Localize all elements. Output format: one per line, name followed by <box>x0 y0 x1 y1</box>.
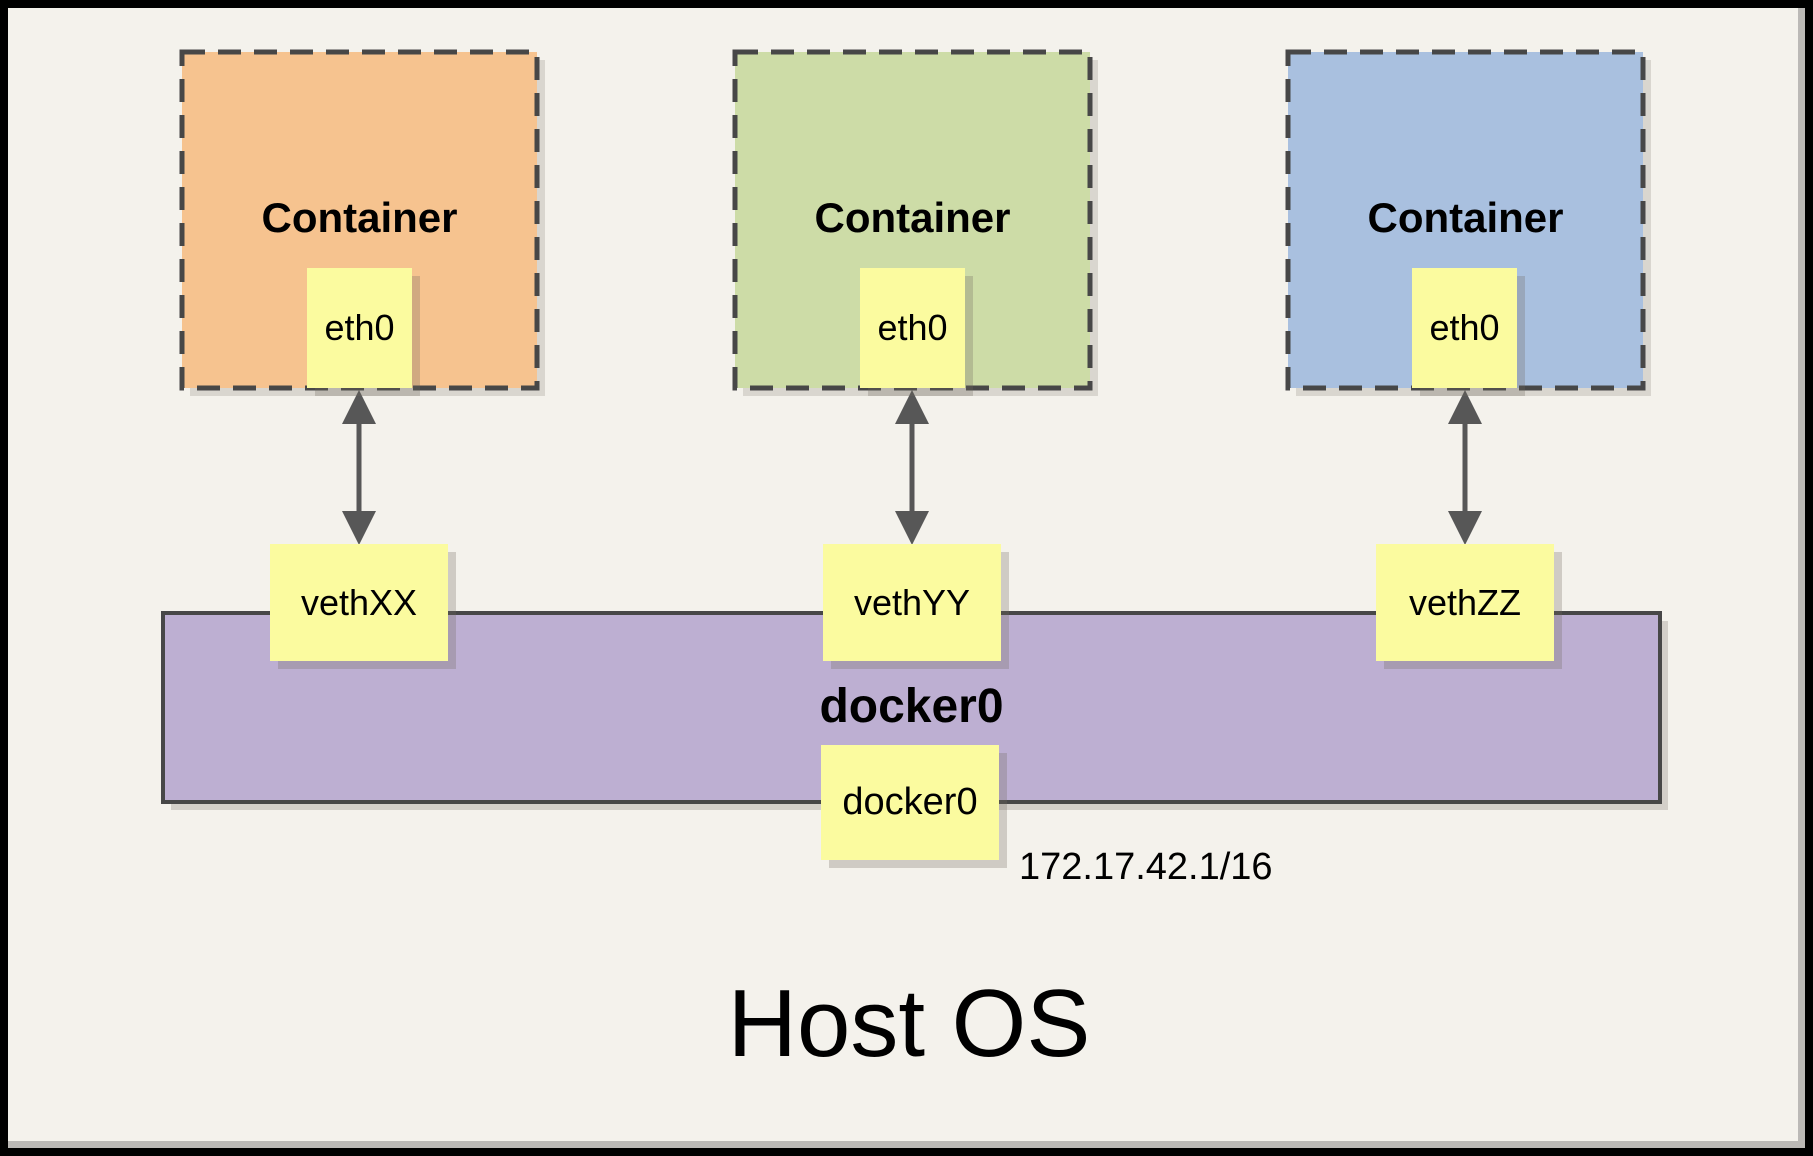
arrow-3-up-head <box>1448 390 1482 424</box>
container-3-eth0-label: eth0 <box>1429 307 1500 348</box>
bridge-name-label: docker0 <box>819 680 1004 733</box>
container-3-label: Container <box>1367 194 1564 241</box>
arrow-2-down-head <box>895 511 929 545</box>
container-2-eth0-box: eth0 <box>860 268 965 388</box>
bridge-ip-label: 172.17.42.1/16 <box>1019 846 1273 888</box>
docker-network-diagram: Container Container Container eth0 eth0 … <box>8 8 1798 1141</box>
arrow-2-shaft <box>909 418 915 516</box>
arrow-3-shaft <box>1462 418 1468 516</box>
container-3-eth0-box: eth0 <box>1412 268 1517 388</box>
container-1-eth0-label: eth0 <box>324 307 395 348</box>
arrow-1-down-head <box>342 511 376 545</box>
veth-3-label: vethZZ <box>1408 581 1522 623</box>
veth-2-box: vethYY <box>823 544 1001 661</box>
veth-1-label: vethXX <box>300 581 418 623</box>
arrow-1-shaft <box>356 418 362 516</box>
bidirectional-arrow-2 <box>895 390 929 545</box>
veth-1-box: vethXX <box>270 544 448 661</box>
bidirectional-arrow-3 <box>1448 390 1482 545</box>
bidirectional-arrow-1 <box>342 390 376 545</box>
veth-3-box: vethZZ <box>1376 544 1554 661</box>
arrow-1-up-head <box>342 390 376 424</box>
frame-edge-shadow-right <box>1798 8 1805 1148</box>
container-2-label: Container <box>814 194 1011 241</box>
veth-2-label: vethYY <box>853 581 971 623</box>
container-2-eth0-label: eth0 <box>877 307 948 348</box>
host-os-label: Host OS <box>727 970 1091 1077</box>
bridge-interface-label: docker0 <box>842 781 978 823</box>
arrow-2-up-head <box>895 390 929 424</box>
frame-edge-shadow-bottom <box>8 1141 1805 1148</box>
container-1-eth0-box: eth0 <box>307 268 412 388</box>
bridge-interface-box: docker0 <box>821 745 999 860</box>
arrow-3-down-head <box>1448 511 1482 545</box>
container-1-label: Container <box>261 194 458 241</box>
